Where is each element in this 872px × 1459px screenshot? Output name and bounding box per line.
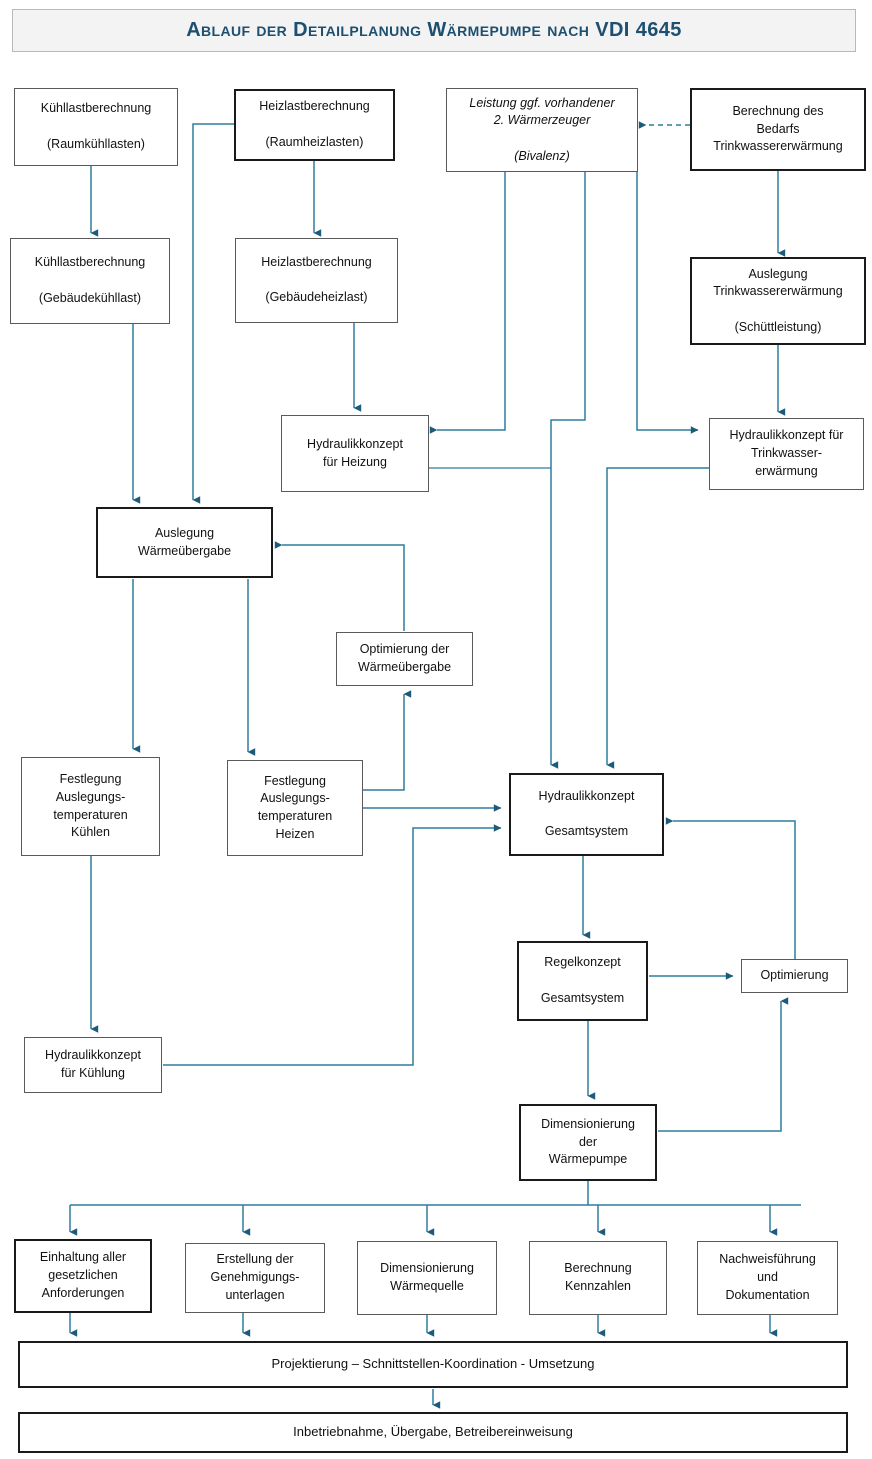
edge-into-hydrauliktwe	[636, 172, 699, 434]
node-hydraulikkonzept-kuehlung[interactable]: Hydraulikkonzept für Kühlung	[24, 1037, 162, 1093]
node-hydraulikkonzept-heizung[interactable]: Hydraulikkonzept für Heizung	[281, 415, 429, 492]
node-festlegung-auslegungstemperaturen-heizen[interactable]: Festlegung Auslegungs- temperaturen Heiz…	[227, 760, 363, 856]
node-dimensionierung-waermequelle[interactable]: Dimensionierung Wärmequelle	[357, 1241, 497, 1315]
node-heizlastberechnung-raum[interactable]: Heizlastberechnung (Raumheizlasten)	[234, 89, 395, 161]
edge-hydrauliktwe-to-gesamt	[606, 467, 709, 769]
node-auslegung-trinkwassererwaermung[interactable]: Auslegung Trinkwassererwärmung (Schüttle…	[690, 257, 866, 345]
node-erstellung-genehmigungsunterlagen[interactable]: Erstellung der Genehmigungs- unterlagen	[185, 1243, 325, 1313]
edge-optuebergabe-to-auslegung	[274, 541, 405, 631]
node-kuehllastberechnung-gebaeude[interactable]: Kühllastberechnung (Gebäudekühllast)	[10, 238, 170, 324]
edge-dimwp-to-optimierung	[658, 997, 789, 1132]
node-hydraulikkonzept-gesamtsystem[interactable]: Hydraulikkonzept Gesamtsystem	[509, 773, 664, 856]
node-kuehllastberechnung-raum[interactable]: Kühllastberechnung (Raumkühllasten)	[14, 88, 178, 166]
node-berechnung-kennzahlen[interactable]: Berechnung Kennzahlen	[529, 1241, 667, 1315]
node-optimierung-waermeuebergabe[interactable]: Optimierung der Wärmeübergabe	[336, 632, 473, 686]
page-title-banner: Ablauf der Detailplanung Wärmepumpe nach…	[12, 9, 856, 52]
edge-kuehlung-to-gesamt	[163, 824, 502, 1066]
edge-optimierung-to-gesamt	[665, 817, 796, 959]
node-heizlastberechnung-gebaeude[interactable]: Heizlastberechnung (Gebäudeheizlast)	[235, 238, 398, 323]
node-festlegung-auslegungstemperaturen-kuehlen[interactable]: Festlegung Auslegungs- temperaturen Kühl…	[21, 757, 160, 856]
edge-bivalenz-to-gesamt	[550, 172, 586, 769]
node-hydraulikkonzept-trinkwassererwaermung[interactable]: Hydraulikkonzept für Trinkwasser- erwärm…	[709, 418, 864, 490]
node-inbetriebnahme-bar[interactable]: Inbetriebnahme, Übergabe, Betreibereinwe…	[18, 1412, 848, 1453]
node-regelkonzept-gesamtsystem[interactable]: Regelkonzept Gesamtsystem	[517, 941, 648, 1021]
node-optimierung[interactable]: Optimierung	[741, 959, 848, 993]
node-dimensionierung-waermepumpe[interactable]: Dimensionierung der Wärmepumpe	[519, 1104, 657, 1181]
edge-bivalenz-to-hydraulikheizung	[429, 172, 506, 434]
node-projektierung-bar[interactable]: Projektierung – Schnittstellen-Koordinat…	[18, 1341, 848, 1388]
node-auslegung-waermeuebergabe[interactable]: Auslegung Wärmeübergabe	[96, 507, 273, 578]
node-berechnung-bedarf-trinkwassererwaermung[interactable]: Berechnung des Bedarfs Trinkwassererwärm…	[690, 88, 866, 171]
node-leistung-zweiter-waermeerzeuger[interactable]: Leistung ggf. vorhandener 2. Wärmerzeuge…	[446, 88, 638, 172]
edge-heizlastraum-to-auslegung	[192, 123, 234, 504]
edge-heizen-to-optuebergabe	[363, 690, 412, 791]
page-title: Ablauf der Detailplanung Wärmepumpe nach…	[186, 19, 682, 41]
node-einhaltung-gesetzliche-anforderungen[interactable]: Einhaltung aller gesetzlichen Anforderun…	[14, 1239, 152, 1313]
node-nachweisfuehrung-dokumentation[interactable]: Nachweisführung und Dokumentation	[697, 1241, 838, 1315]
